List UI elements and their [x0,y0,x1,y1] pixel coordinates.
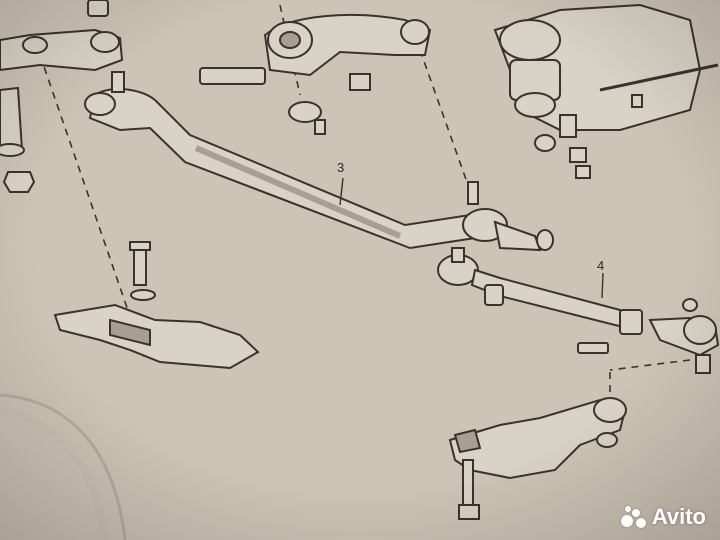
avito-logo-icon [620,506,647,528]
callout-4: 4 [597,258,605,273]
callout-3: 3 [337,160,345,175]
watermark-text: Avito [651,504,706,529]
avito-watermark: Avito [620,504,706,530]
